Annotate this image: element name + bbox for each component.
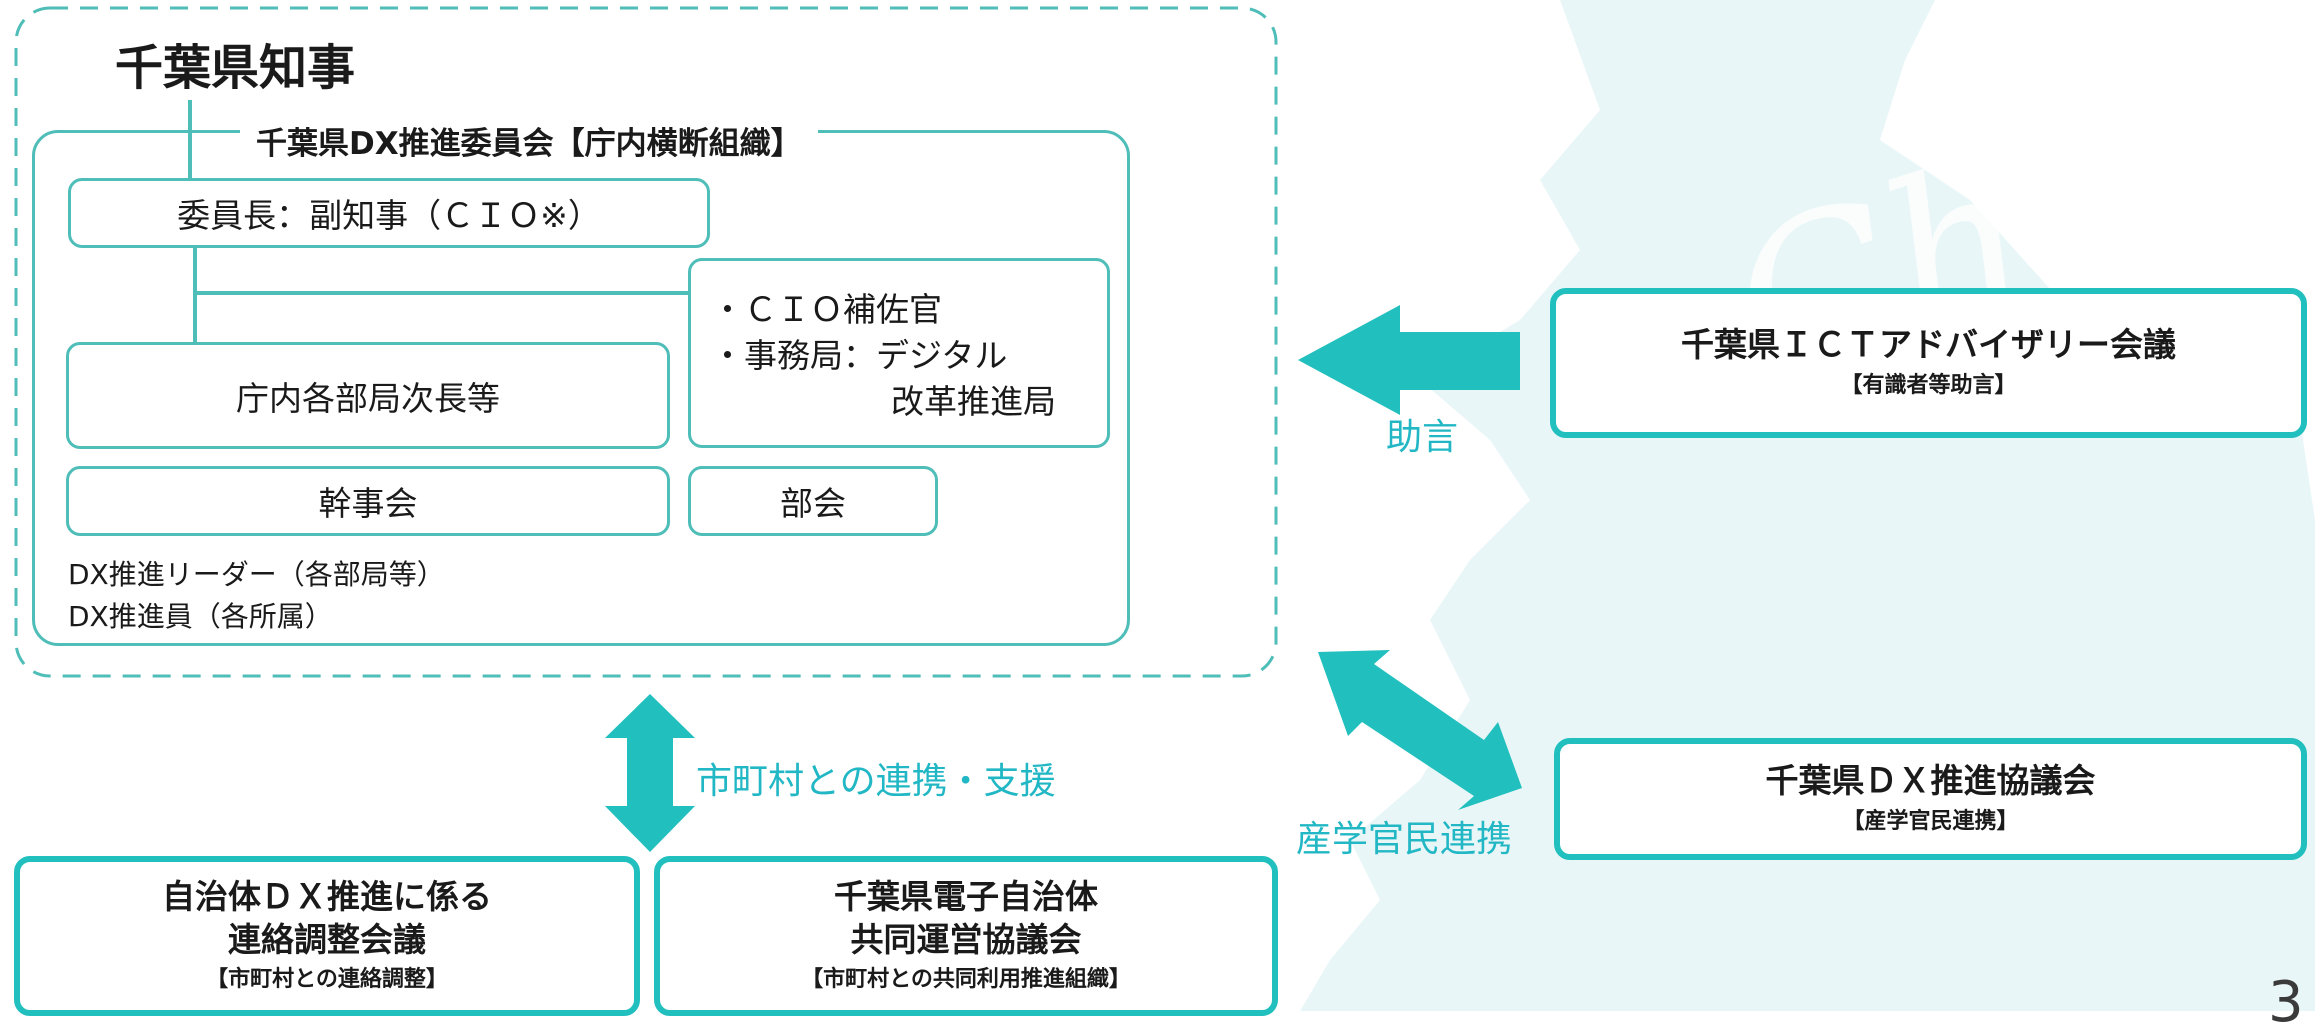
advice-label: 助言 <box>1386 417 1459 458</box>
e-gov-council-box: 千葉県電子自治体 共同運営協議会 【市町村との共同利用推進組織】 <box>654 856 1278 1016</box>
ict-advisory-subtitle: 【有識者等助言】 <box>1840 373 2017 399</box>
coordination-subtitle: 【市町村との連絡調整】 <box>206 967 448 993</box>
committee-title: 千葉県DX推進委員会【庁内横断組織】 <box>240 118 818 163</box>
ict-advisory-box: 千葉県ＩＣＴアドバイザリー会議 【有識者等助言】 <box>1550 288 2307 438</box>
partnership-double-arrow <box>1318 650 1522 810</box>
e-gov-subtitle: 【市町村との共同利用推進組織】 <box>801 967 1131 993</box>
subcommittee-box: 部会 <box>688 466 938 536</box>
coordination-meeting-box: 自治体ＤＸ推進に係る 連絡調整会議 【市町村との連絡調整】 <box>14 856 640 1016</box>
page-number: 3 <box>2268 970 2304 1035</box>
ict-advisory-title: 千葉県ＩＣＴアドバイザリー会議 <box>1681 325 2176 365</box>
diagram-lines <box>14 6 1522 852</box>
secretariat-dept-label: 改革推進局 <box>891 382 1056 421</box>
dx-leaders-text: DX推進リーダー（各部局等） DX推進員（各所属） <box>68 554 445 638</box>
cio-assistant-label: ・ＣＩＯ補佐官 <box>711 290 942 329</box>
secretariat-label: ・事務局：デジタル <box>711 336 1008 375</box>
advice-arrow <box>1298 305 1520 415</box>
governor-title: 千葉県知事 <box>115 40 356 96</box>
dx-member-label: DX推進員（各所属） <box>68 600 333 633</box>
executive-board-box: 幹事会 <box>66 466 670 536</box>
municipal-double-arrow <box>605 694 695 852</box>
dx-leader-label: DX推進リーダー（各部局等） <box>68 558 445 591</box>
dept-heads-box: 庁内各部局次長等 <box>66 342 670 449</box>
coordination-title-line2: 連絡調整会議 <box>228 919 426 959</box>
executive-board-label: 幹事会 <box>318 484 418 523</box>
dx-council-box: 千葉県ＤＸ推進協議会 【産学官民連携】 <box>1554 738 2307 860</box>
chair-box: 委員長：副知事（ＣＩＯ※） <box>68 178 710 248</box>
subcommittee-label: 部会 <box>780 484 846 523</box>
coordination-title-line1: 自治体ＤＸ推進に係る <box>162 876 492 916</box>
e-gov-title-line1: 千葉県電子自治体 <box>834 876 1098 916</box>
governor-dashed-border <box>14 6 1278 678</box>
dx-council-subtitle: 【産学官民連携】 <box>1842 809 2019 835</box>
cio-support-box: ・ＣＩＯ補佐官 ・事務局：デジタル 改革推進局 <box>688 258 1110 448</box>
dx-council-title: 千葉県ＤＸ推進協議会 <box>1765 761 2096 801</box>
chair-label: 委員長：副知事（ＣＩＯ※） <box>177 196 601 235</box>
e-gov-title-line2: 共同運営協議会 <box>850 919 1082 959</box>
dept-heads-label: 庁内各部局次長等 <box>236 378 500 418</box>
municipal-label: 市町村との連携・支援 <box>696 761 1056 802</box>
partnership-label: 産学官民連携 <box>1296 819 1513 860</box>
